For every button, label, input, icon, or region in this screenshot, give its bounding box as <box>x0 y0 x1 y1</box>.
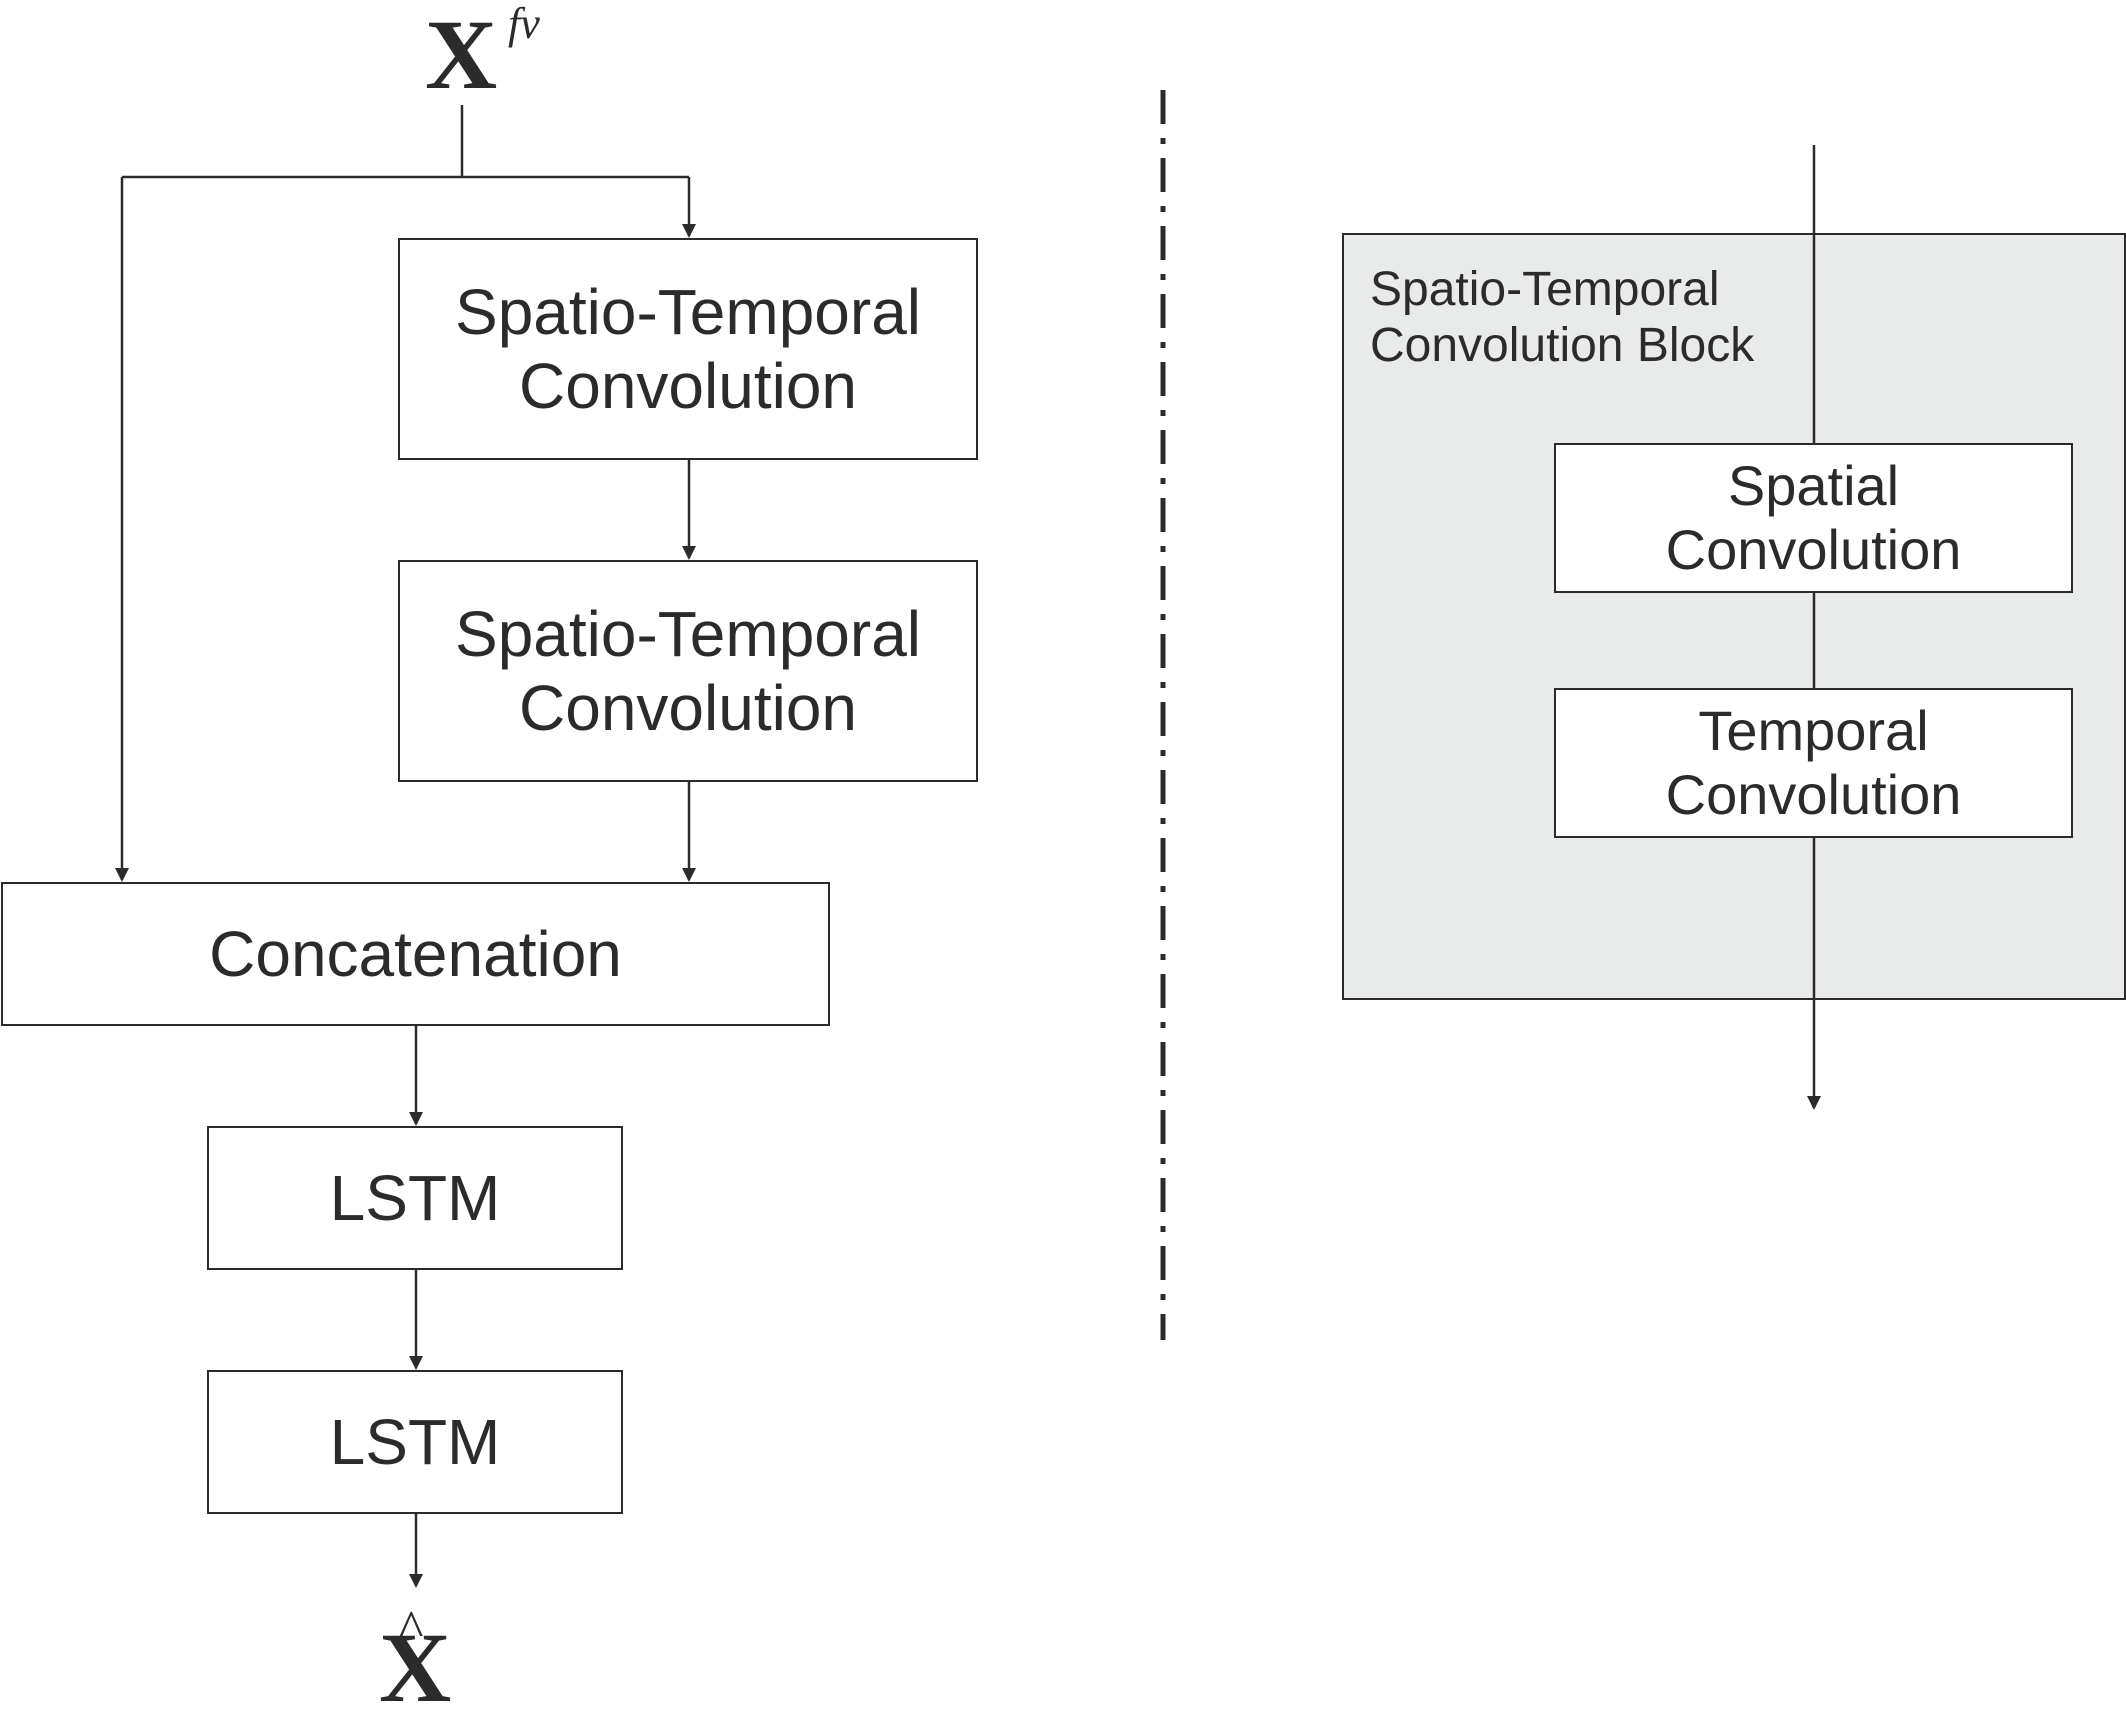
lstm-2-label: LSTM <box>329 1406 501 1478</box>
temporal-conv-line2: Convolution <box>1665 763 1962 826</box>
lstm-box-1: LSTM <box>207 1126 623 1270</box>
temporal-conv-line1: Temporal <box>1698 699 1929 762</box>
stconv-1-line1: Spatio-Temporal <box>455 276 921 348</box>
output-hat: ^ <box>399 1601 424 1658</box>
input-symbol: X <box>425 0 498 110</box>
stconv-block-panel <box>1342 233 2126 1000</box>
lstm-box-2: LSTM <box>207 1370 623 1514</box>
spatial-conv-line1: Spatial <box>1727 454 1900 517</box>
spatial-conv-line2: Convolution <box>1665 518 1962 581</box>
stconv-block-label-line2: Convolution Block <box>1370 319 1755 372</box>
concatenation-box: Concatenation <box>1 882 830 1026</box>
temporal-conv-box: Temporal Convolution <box>1554 688 2073 838</box>
lstm-1-label: LSTM <box>329 1162 501 1234</box>
stconv-2-line1: Spatio-Temporal <box>455 598 921 670</box>
stconv-block-label: Spatio-Temporal Convolution Block <box>1370 262 1754 374</box>
concatenation-label: Concatenation <box>209 918 622 990</box>
stconv-box-1: Spatio-Temporal Convolution <box>398 238 978 460</box>
output-symbol: X <box>379 1612 452 1723</box>
spatial-conv-box: Spatial Convolution <box>1554 443 2073 593</box>
input-superscript: fv <box>508 0 540 48</box>
stconv-box-2: Spatio-Temporal Convolution <box>398 560 978 782</box>
stconv-block-label-line1: Spatio-Temporal <box>1370 263 1720 316</box>
stconv-2-line2: Convolution <box>519 672 857 744</box>
stconv-1-line2: Convolution <box>519 350 857 422</box>
